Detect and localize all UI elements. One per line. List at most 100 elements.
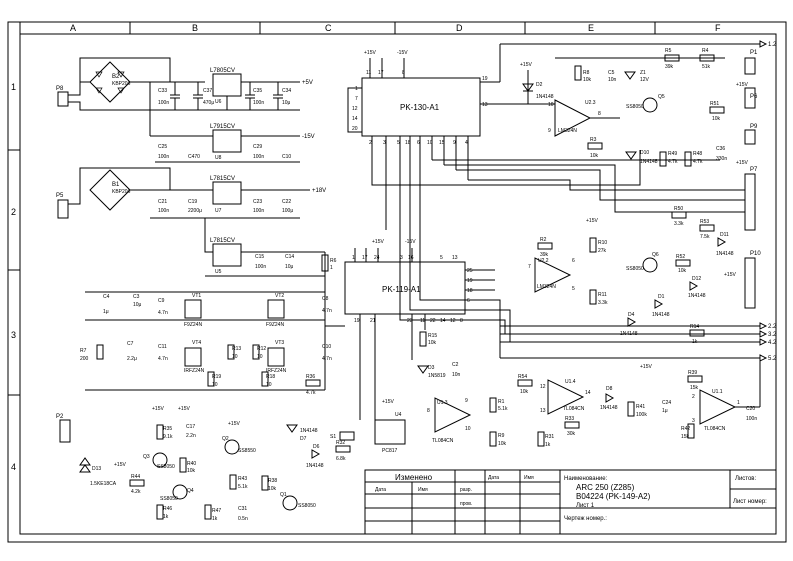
res-r1-val: 5.1k <box>498 406 508 412</box>
transistor-q4 <box>172 484 188 500</box>
pk130-pin-6: 6 <box>417 140 420 146</box>
cap-c3-val: 10μ <box>133 302 142 308</box>
zener-z1-part: 12V <box>640 77 650 83</box>
res-r13-val: 10 <box>232 354 238 360</box>
transistor-q1-ref: Q1 <box>280 492 287 498</box>
cap-c11-val: 4.7n <box>158 356 168 362</box>
cap-c8-val: 4.7n <box>322 308 332 314</box>
switch-s1-ref: S1 <box>330 434 336 440</box>
transistor-q5-ref: Q5 <box>658 94 665 100</box>
diode-d10-part: 1N4148 <box>640 159 658 165</box>
pk130-pin-11: 11 <box>366 70 371 76</box>
connector-p1-label: P1 <box>750 50 758 56</box>
rail-p15-d2: +15V <box>520 62 532 68</box>
rail-p15-q3: +15V <box>114 462 126 468</box>
res-r32-val: 6.8k <box>336 456 346 462</box>
title-prov: пров. <box>460 501 472 507</box>
pk119-pin-19: 19 <box>354 318 360 324</box>
connector-p10-label: P10 <box>750 251 761 257</box>
title-naim-line1: ARC 250 (Z285) <box>576 483 635 492</box>
cap-c29-ref: C29 <box>253 144 262 150</box>
transistor-q6-ref: Q6 <box>652 252 659 258</box>
pk130-pin-15: 15 <box>439 140 445 146</box>
cap-c33-ref: C33 <box>158 88 167 94</box>
title-date-1: Дата <box>488 475 499 481</box>
connector-p6 <box>744 87 756 109</box>
power-supply-lower: P5 B1 KBP206 L7815CV U7 +18V C21 100n C1… <box>56 167 337 277</box>
pk119-pin-17: 17 <box>362 255 368 261</box>
regulator-u8-ref: U8 <box>215 155 222 161</box>
lower-left-block: P2 D13 1.5KE18CA +15V R44 4.2k +15V R35 … <box>56 406 324 522</box>
cap-c11-ref: C11 <box>158 344 167 350</box>
cap-c9-val: 4.7n <box>158 310 168 316</box>
connector-p8 <box>57 91 69 107</box>
u23-pin-10: 10 <box>548 102 554 108</box>
res-r35-ref: R35 <box>163 426 172 432</box>
pk119-pin-8: 8 <box>460 318 463 324</box>
res-r15-ref: R15 <box>428 333 437 339</box>
row-ruler: 1 2 3 4 <box>8 82 20 472</box>
res-r36-ref: R36 <box>306 374 315 380</box>
res-r50-val: 3.3k <box>674 221 684 227</box>
title-block: Изменено Дата Имя Дата Имя разр. пров. Н… <box>364 469 777 535</box>
pk130-pin-9: 9 <box>453 140 456 146</box>
cap-c17-val: 2.2n <box>186 433 196 439</box>
bridge-b2 <box>89 61 131 103</box>
res-r54-val: 10k <box>520 389 529 395</box>
cap-c23-ref: C23 <box>253 199 262 205</box>
output-1-2: 1.2 <box>768 42 777 48</box>
res-r44-val: 4.2k <box>131 489 141 495</box>
res-r46-ref: R46 <box>163 506 172 512</box>
connector-p7-label: P7 <box>750 167 758 173</box>
res-r12-val: 10 <box>257 354 263 360</box>
rail-p15-r10: +15V <box>586 218 598 224</box>
optocoupler-u4-ref: U4 <box>395 412 402 418</box>
u14-pin-12: 12 <box>540 384 546 390</box>
cap-c7-val: 2.2μ <box>127 356 137 362</box>
diode-d13-part: 1.5KE18CA <box>90 481 117 487</box>
mosfet-vt1-ref: VT1 <box>192 293 201 299</box>
rail-m15-pk119: -15V <box>405 239 416 245</box>
cap-c14-ref: C14 <box>285 254 294 260</box>
res-r39-val: 15k <box>690 385 699 391</box>
u22-pin-5: 5 <box>572 286 575 292</box>
opamp-u11-name: U1.1 <box>712 389 723 395</box>
title-sheet: Лист 1 <box>576 503 595 509</box>
col-label-a: A <box>70 23 76 33</box>
rail-p15-c17: +15V <box>178 406 190 412</box>
cap-c35-ref: C35 <box>253 88 262 94</box>
rail-p15-r35: +15V <box>152 406 164 412</box>
mosfet-vt1-part: F9Z24N <box>184 322 202 328</box>
rail-m15-upper: -15V <box>302 134 315 140</box>
mosfet-vt2-ref: VT2 <box>275 293 284 299</box>
connector-p5 <box>57 199 69 219</box>
output-4-2: 4.2 <box>768 340 777 346</box>
res-r14-ref: R14 <box>690 324 699 330</box>
rail-p15-u4: +15V <box>382 399 394 405</box>
res-r38-ref: R38 <box>268 478 277 484</box>
connector-p9 <box>744 129 756 145</box>
output-2-2: 2.2 <box>768 324 777 330</box>
regulator-u5-ref: U5 <box>215 269 222 275</box>
res-r31-ref: R31 <box>545 434 554 440</box>
inner-frame <box>19 33 777 535</box>
cap-c37-ref: C37 <box>203 88 212 94</box>
cap-c3-ref: C3 <box>133 294 140 300</box>
opamp-u13 <box>434 397 472 433</box>
opamp-u23 <box>554 99 592 137</box>
title-razr: разр. <box>460 487 472 493</box>
res-r51-val: 10k <box>712 116 721 122</box>
res-r33-ref: R33 <box>565 416 574 422</box>
res-r9-ref: R9 <box>498 433 505 439</box>
diode-d3-ref: D3 <box>428 365 435 371</box>
cap-c33-val: 100n <box>158 100 169 106</box>
bus-wiring <box>371 150 745 358</box>
res-r13-ref: R13 <box>232 346 241 352</box>
mosfet-vt3-part: IRFZ24N <box>266 368 287 374</box>
opamp-u14-name: U1.4 <box>565 379 576 385</box>
diode-d4-ref: D4 <box>628 312 635 318</box>
diode-d1-ref: D1 <box>658 294 665 300</box>
res-r1-ref: R1 <box>498 399 505 405</box>
regulator-u6-name: L7805CV <box>210 68 235 74</box>
